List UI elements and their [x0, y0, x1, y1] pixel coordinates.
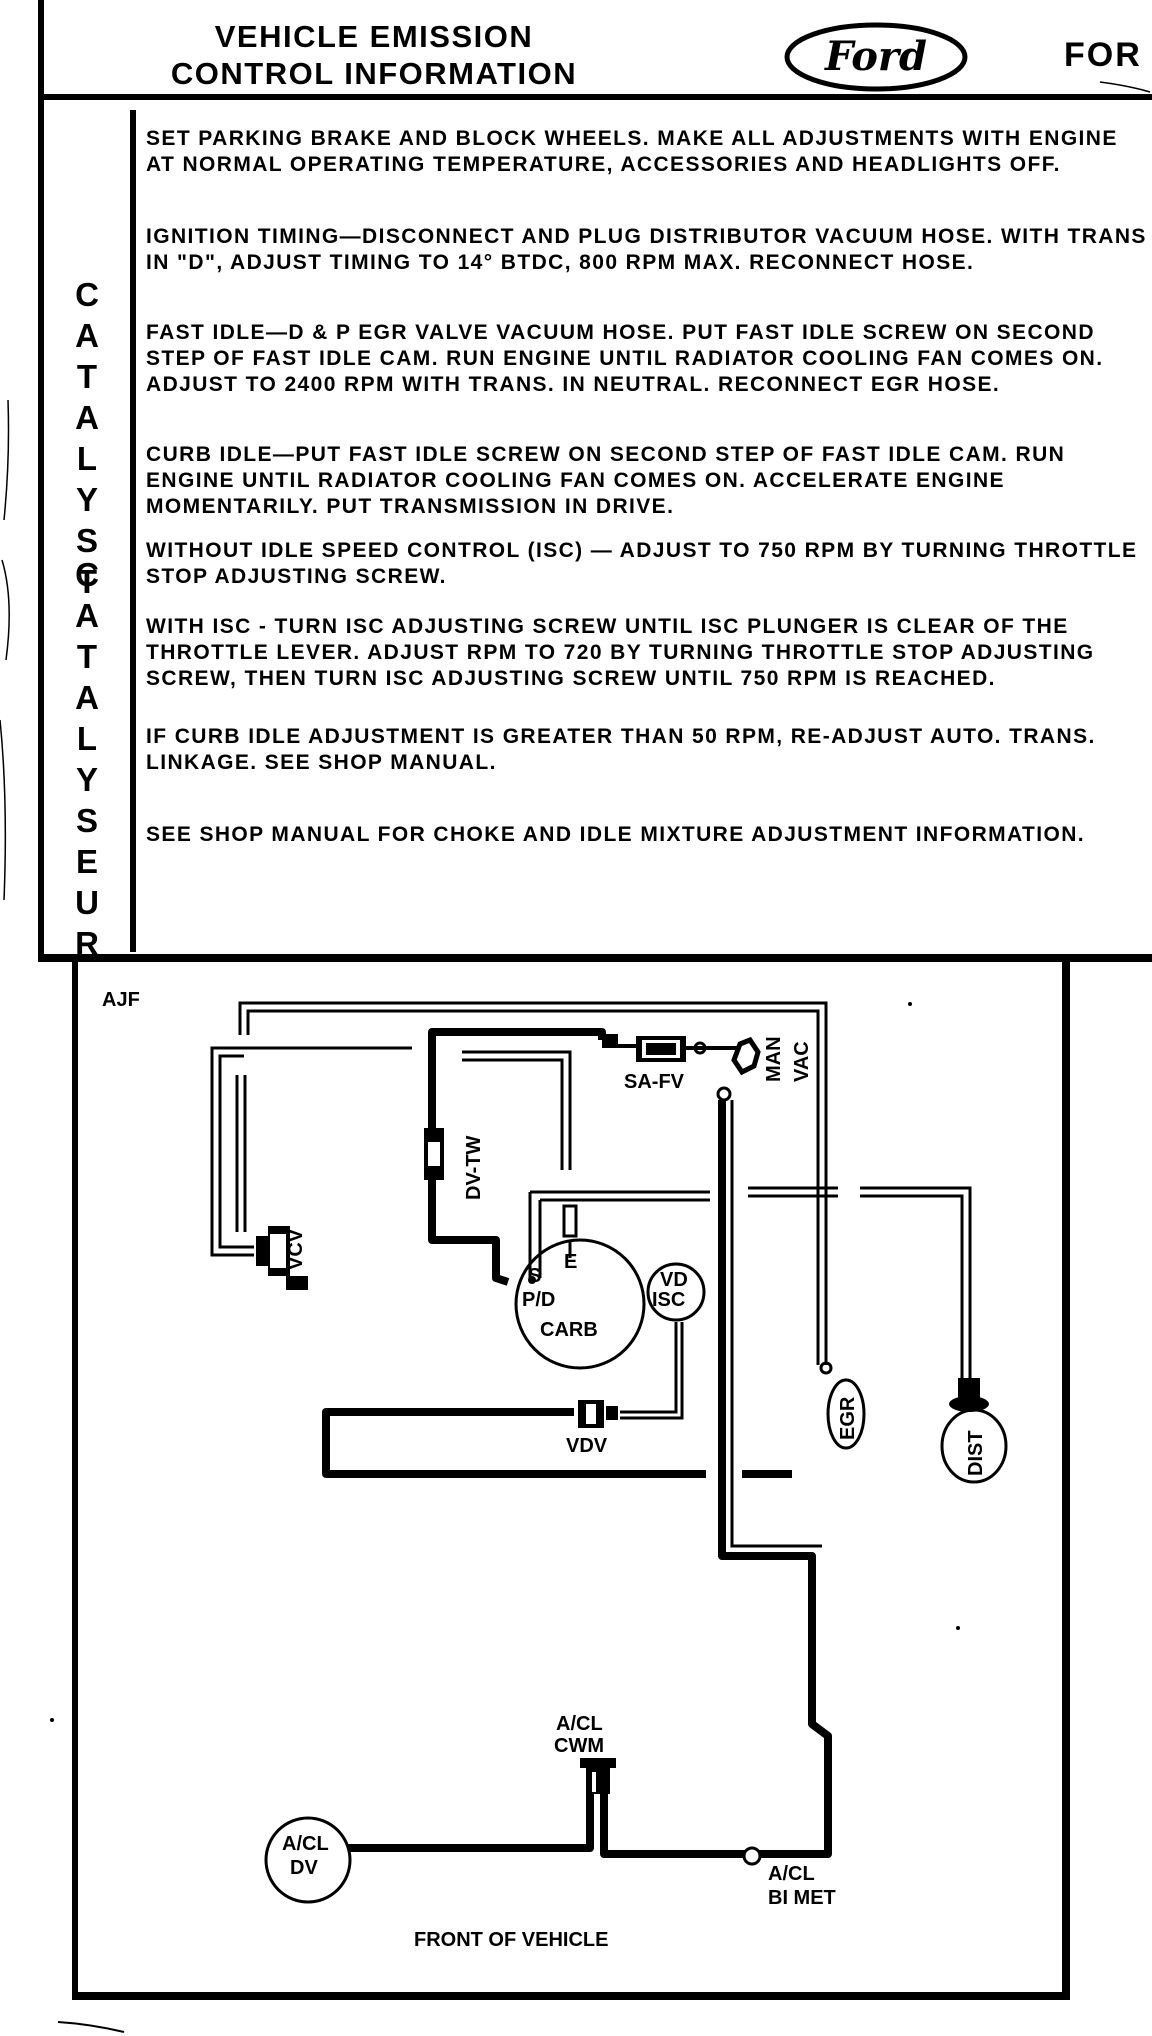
acl-cwm [580, 1758, 616, 1794]
diagram-code: AJF [102, 989, 140, 1011]
hose-thick-dv-cwm [348, 1792, 594, 1852]
distributor [940, 1378, 1008, 1484]
hose-thick-top [428, 1028, 606, 1140]
hose-isc-vdv-inner [620, 1322, 684, 1420]
label-front-of-vehicle: FRONT OF VEHICLE [414, 1929, 608, 1951]
catalyseur-letter: T [76, 638, 98, 675]
label-vcv: VCV [285, 1228, 307, 1270]
vcv-valve [256, 1226, 308, 1290]
label-carb-s: S [528, 1265, 541, 1287]
catalyst-letter: L [76, 440, 98, 477]
instruction-with-isc: WITH ISC - TURN ISC ADJUSTING SCREW UNTI… [146, 615, 1095, 690]
instruction-shop-manual: SEE SHOP MANUAL FOR CHOKE AND IDLE MIXTU… [146, 823, 1086, 846]
catalyseur-letter: Y [75, 761, 98, 798]
label-egr: EGR [837, 1396, 859, 1440]
catalyseur-letter: R [75, 925, 99, 962]
catalyseur-letter: E [75, 843, 98, 880]
label-acl-cwm-1: A/CL [556, 1713, 603, 1735]
hose-thick-vdv-loop [322, 1408, 706, 1478]
hose-vcv-vertical-pair [235, 1075, 247, 1232]
label-carb: CARB [540, 1319, 598, 1341]
vdv-valve [578, 1400, 618, 1428]
label-dist: DIST [965, 1430, 987, 1476]
hose-dvtw-right [462, 1050, 572, 1170]
brand-text-cut: FOR [1064, 36, 1142, 74]
catalyst-letter: T [76, 563, 98, 600]
label-title: VEHICLE EMISSION CONTROL INFORMATION [154, 18, 594, 92]
hose-egr-top-outer [238, 1001, 828, 1365]
acl-bimet-fitting [742, 1846, 762, 1866]
egr-valve [826, 1378, 866, 1450]
catalyseur-letter: C [75, 556, 99, 593]
label-vdv: VDV [566, 1435, 608, 1457]
hose-manvac-inner [730, 1100, 822, 1548]
sa-fv-valve [602, 1034, 738, 1062]
catalyseur-letter: S [75, 802, 98, 839]
hose-dist-top-inner [538, 1194, 964, 1378]
catalyst-letter: S [75, 522, 98, 559]
label-acl-cwm-2: CWM [554, 1735, 604, 1757]
hose-dist-top [528, 1186, 972, 1378]
catalyseur-letter: A [75, 597, 99, 634]
catalyst-letter: C [75, 276, 99, 313]
label-carb-e: E [564, 1251, 577, 1273]
vd-isc-body [646, 1262, 706, 1322]
man-vac-fitting [731, 1036, 761, 1076]
hose-thick-dvtw-carb [428, 1180, 510, 1286]
label-sa-fv: SA-FV [624, 1071, 685, 1093]
catalyst-letter: Y [75, 481, 98, 518]
catalyseur-letter: A [75, 679, 99, 716]
catalyseur-letter: U [75, 884, 99, 921]
hose-vcv-outer [210, 1046, 254, 1257]
label-acl-dv-1: A/CL [282, 1833, 329, 1855]
instruction-curb-idle: CURB IDLE—PUT FAST IDLE SCREW ON SECOND … [146, 443, 1066, 518]
catalyst-letter: A [75, 317, 99, 354]
label-acl-bimet-2: BI MET [768, 1887, 836, 1909]
dv-tw-valve [424, 1128, 444, 1180]
instruction-curb-idle-adjustment: IF CURB IDLE ADJUSTMENT IS GREATER THAN … [146, 725, 1096, 774]
ford-logo-oval [784, 22, 968, 92]
catalyst-letter: A [75, 399, 99, 436]
ford-logo-text: Ford [825, 33, 927, 80]
label-vd: VD [660, 1269, 688, 1291]
instruction-ignition-timing: IGNITION TIMING—DISCONNECT AND PLUG DIST… [146, 225, 1147, 274]
label-carb-pd: P/D [522, 1289, 555, 1311]
hose-vcv-inner [218, 1054, 254, 1249]
hose-thick-cwm-bimet [600, 1792, 748, 1858]
hose-thick-manvac-bimet [718, 1100, 832, 1858]
title-line-1: VEHICLE EMISSION [214, 19, 534, 54]
catalyseur-letter: L [76, 720, 98, 757]
instruction-without-isc: WITHOUT IDLE SPEED CONTROL (ISC) — ADJUS… [146, 539, 1138, 588]
vacuum-diagram-frame [72, 962, 1070, 2000]
carb-body [514, 1238, 646, 1370]
label-acl-bimet-1: A/CL [768, 1863, 815, 1885]
label-acl-dv-2: DV [290, 1857, 318, 1879]
label-isc: ISC [652, 1289, 685, 1311]
instruction-fast-idle: FAST IDLE—D & P EGR VALVE VACUUM HOSE. P… [146, 321, 1104, 396]
catalyst-letter: T [76, 358, 98, 395]
acl-dv [264, 1816, 352, 1904]
title-line-2: CONTROL INFORMATION [170, 56, 578, 91]
label-man: MAN [763, 1036, 785, 1082]
label-dv-tw: DV-TW [463, 1135, 485, 1200]
hose-isc-vdv [620, 1322, 678, 1414]
label-vac: VAC [791, 1041, 813, 1082]
instruction-preparation: SET PARKING BRAKE AND BLOCK WHEELS. MAKE… [146, 127, 1118, 176]
label-header: VEHICLE EMISSION CONTROL INFORMATION For… [38, 0, 1152, 100]
